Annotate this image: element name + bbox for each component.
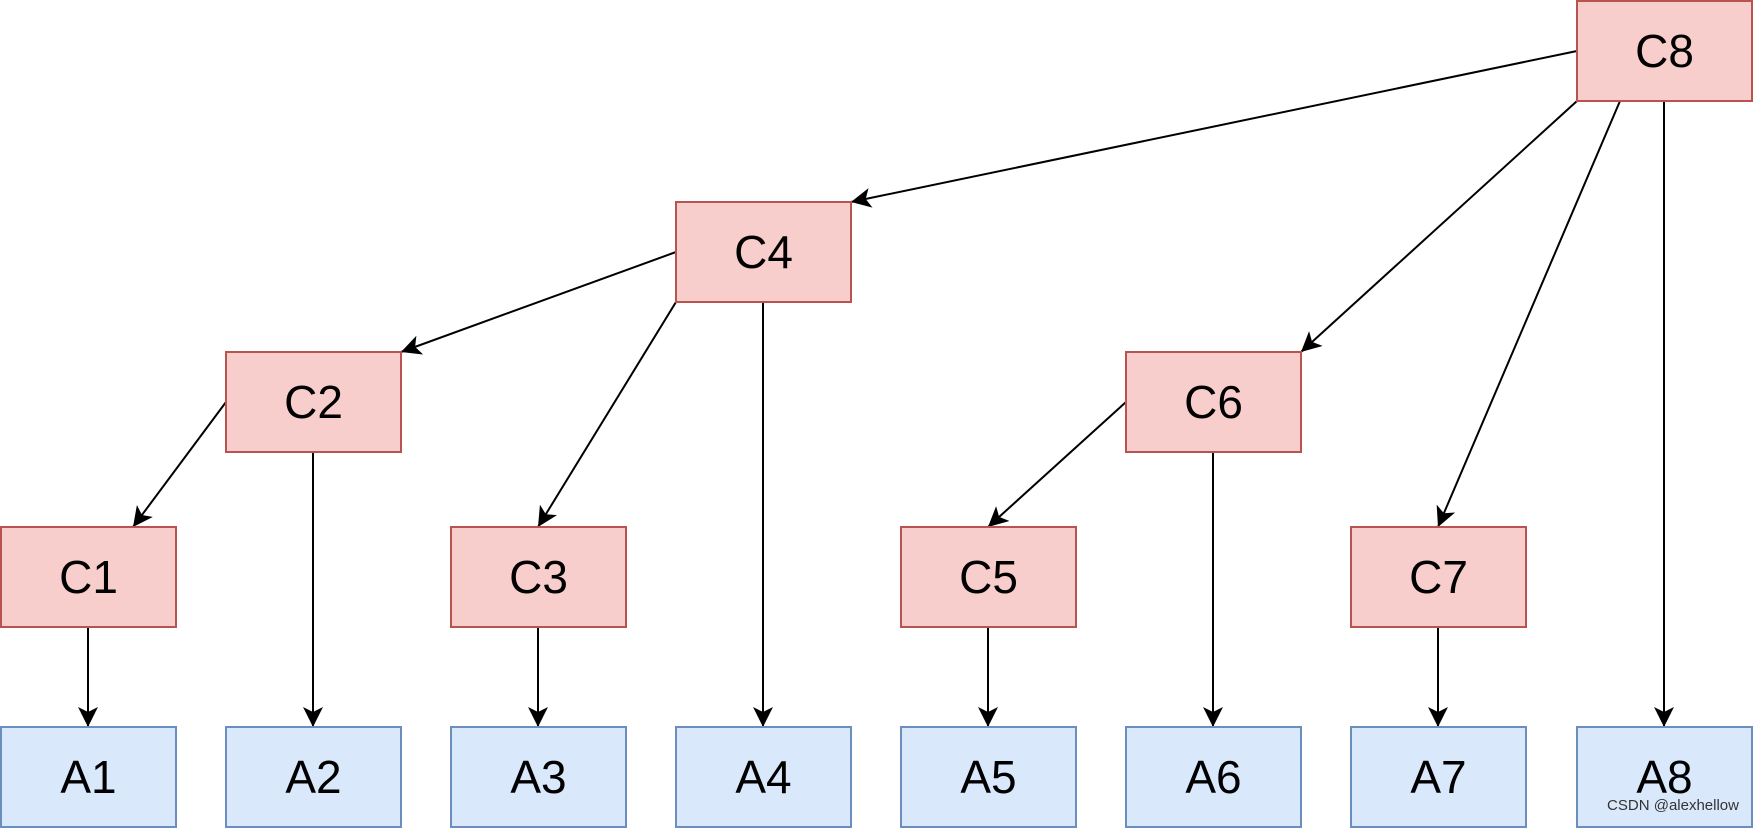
- node-box-c3: [450, 526, 627, 628]
- node-c8: C8: [1576, 0, 1753, 102]
- node-box-c7: [1350, 526, 1527, 628]
- node-a4: A4: [675, 726, 852, 828]
- node-label-c2: C2: [284, 376, 343, 428]
- node-label-a7: A7: [1410, 751, 1466, 803]
- edge-c4-to-c3: [537, 301, 677, 528]
- node-box-a2: [225, 726, 402, 828]
- node-box-a5: [900, 726, 1077, 828]
- node-c4: C4: [675, 201, 852, 303]
- node-a6: A6: [1125, 726, 1302, 828]
- node-a3: A3: [450, 726, 627, 828]
- node-box-c5: [900, 526, 1077, 628]
- edge-c8-to-c6: [1300, 100, 1578, 353]
- node-box-c6: [1125, 351, 1302, 453]
- node-box-c4: [675, 201, 852, 303]
- node-c3: C3: [450, 526, 627, 628]
- edge-c6-to-c5: [987, 401, 1127, 528]
- node-label-a4: A4: [735, 751, 791, 803]
- node-a2: A2: [225, 726, 402, 828]
- node-box-c2: [225, 351, 402, 453]
- node-a8: A8: [1576, 726, 1753, 828]
- node-label-c1: C1: [59, 551, 118, 603]
- node-c1: C1: [0, 526, 177, 628]
- node-label-a1: A1: [60, 751, 116, 803]
- node-a7: A7: [1350, 726, 1527, 828]
- edge-c4-to-c2: [400, 251, 677, 355]
- node-box-a8: [1576, 726, 1753, 828]
- node-label-a5: A5: [960, 751, 1016, 803]
- node-label-a6: A6: [1185, 751, 1241, 803]
- edges-layer: [78, 50, 1674, 727]
- node-c5: C5: [900, 526, 1077, 628]
- node-box-c1: [0, 526, 177, 628]
- node-box-a6: [1125, 726, 1302, 828]
- edge-c2-to-c1: [132, 401, 227, 528]
- node-box-a1: [0, 726, 177, 828]
- node-c2: C2: [225, 351, 402, 453]
- node-label-c8: C8: [1635, 25, 1694, 77]
- node-a1: A1: [0, 726, 177, 828]
- edge-c8-to-c4: [850, 50, 1578, 208]
- node-label-c7: C7: [1409, 551, 1468, 603]
- node-label-a3: A3: [510, 751, 566, 803]
- node-box-a3: [450, 726, 627, 828]
- node-label-a8: A8: [1636, 751, 1692, 803]
- node-box-a4: [675, 726, 852, 828]
- node-label-c5: C5: [959, 551, 1018, 603]
- node-label-c4: C4: [734, 226, 793, 278]
- node-label-c3: C3: [509, 551, 568, 603]
- node-label-a2: A2: [285, 751, 341, 803]
- watermark-text: CSDN @alexhellow: [1607, 797, 1739, 814]
- node-c7: C7: [1350, 526, 1527, 628]
- node-box-c8: [1576, 0, 1753, 102]
- edge-c8-to-c7: [1436, 100, 1621, 528]
- node-box-a7: [1350, 726, 1527, 828]
- node-c6: C6: [1125, 351, 1302, 453]
- node-a5: A5: [900, 726, 1077, 828]
- node-label-c6: C6: [1184, 376, 1243, 428]
